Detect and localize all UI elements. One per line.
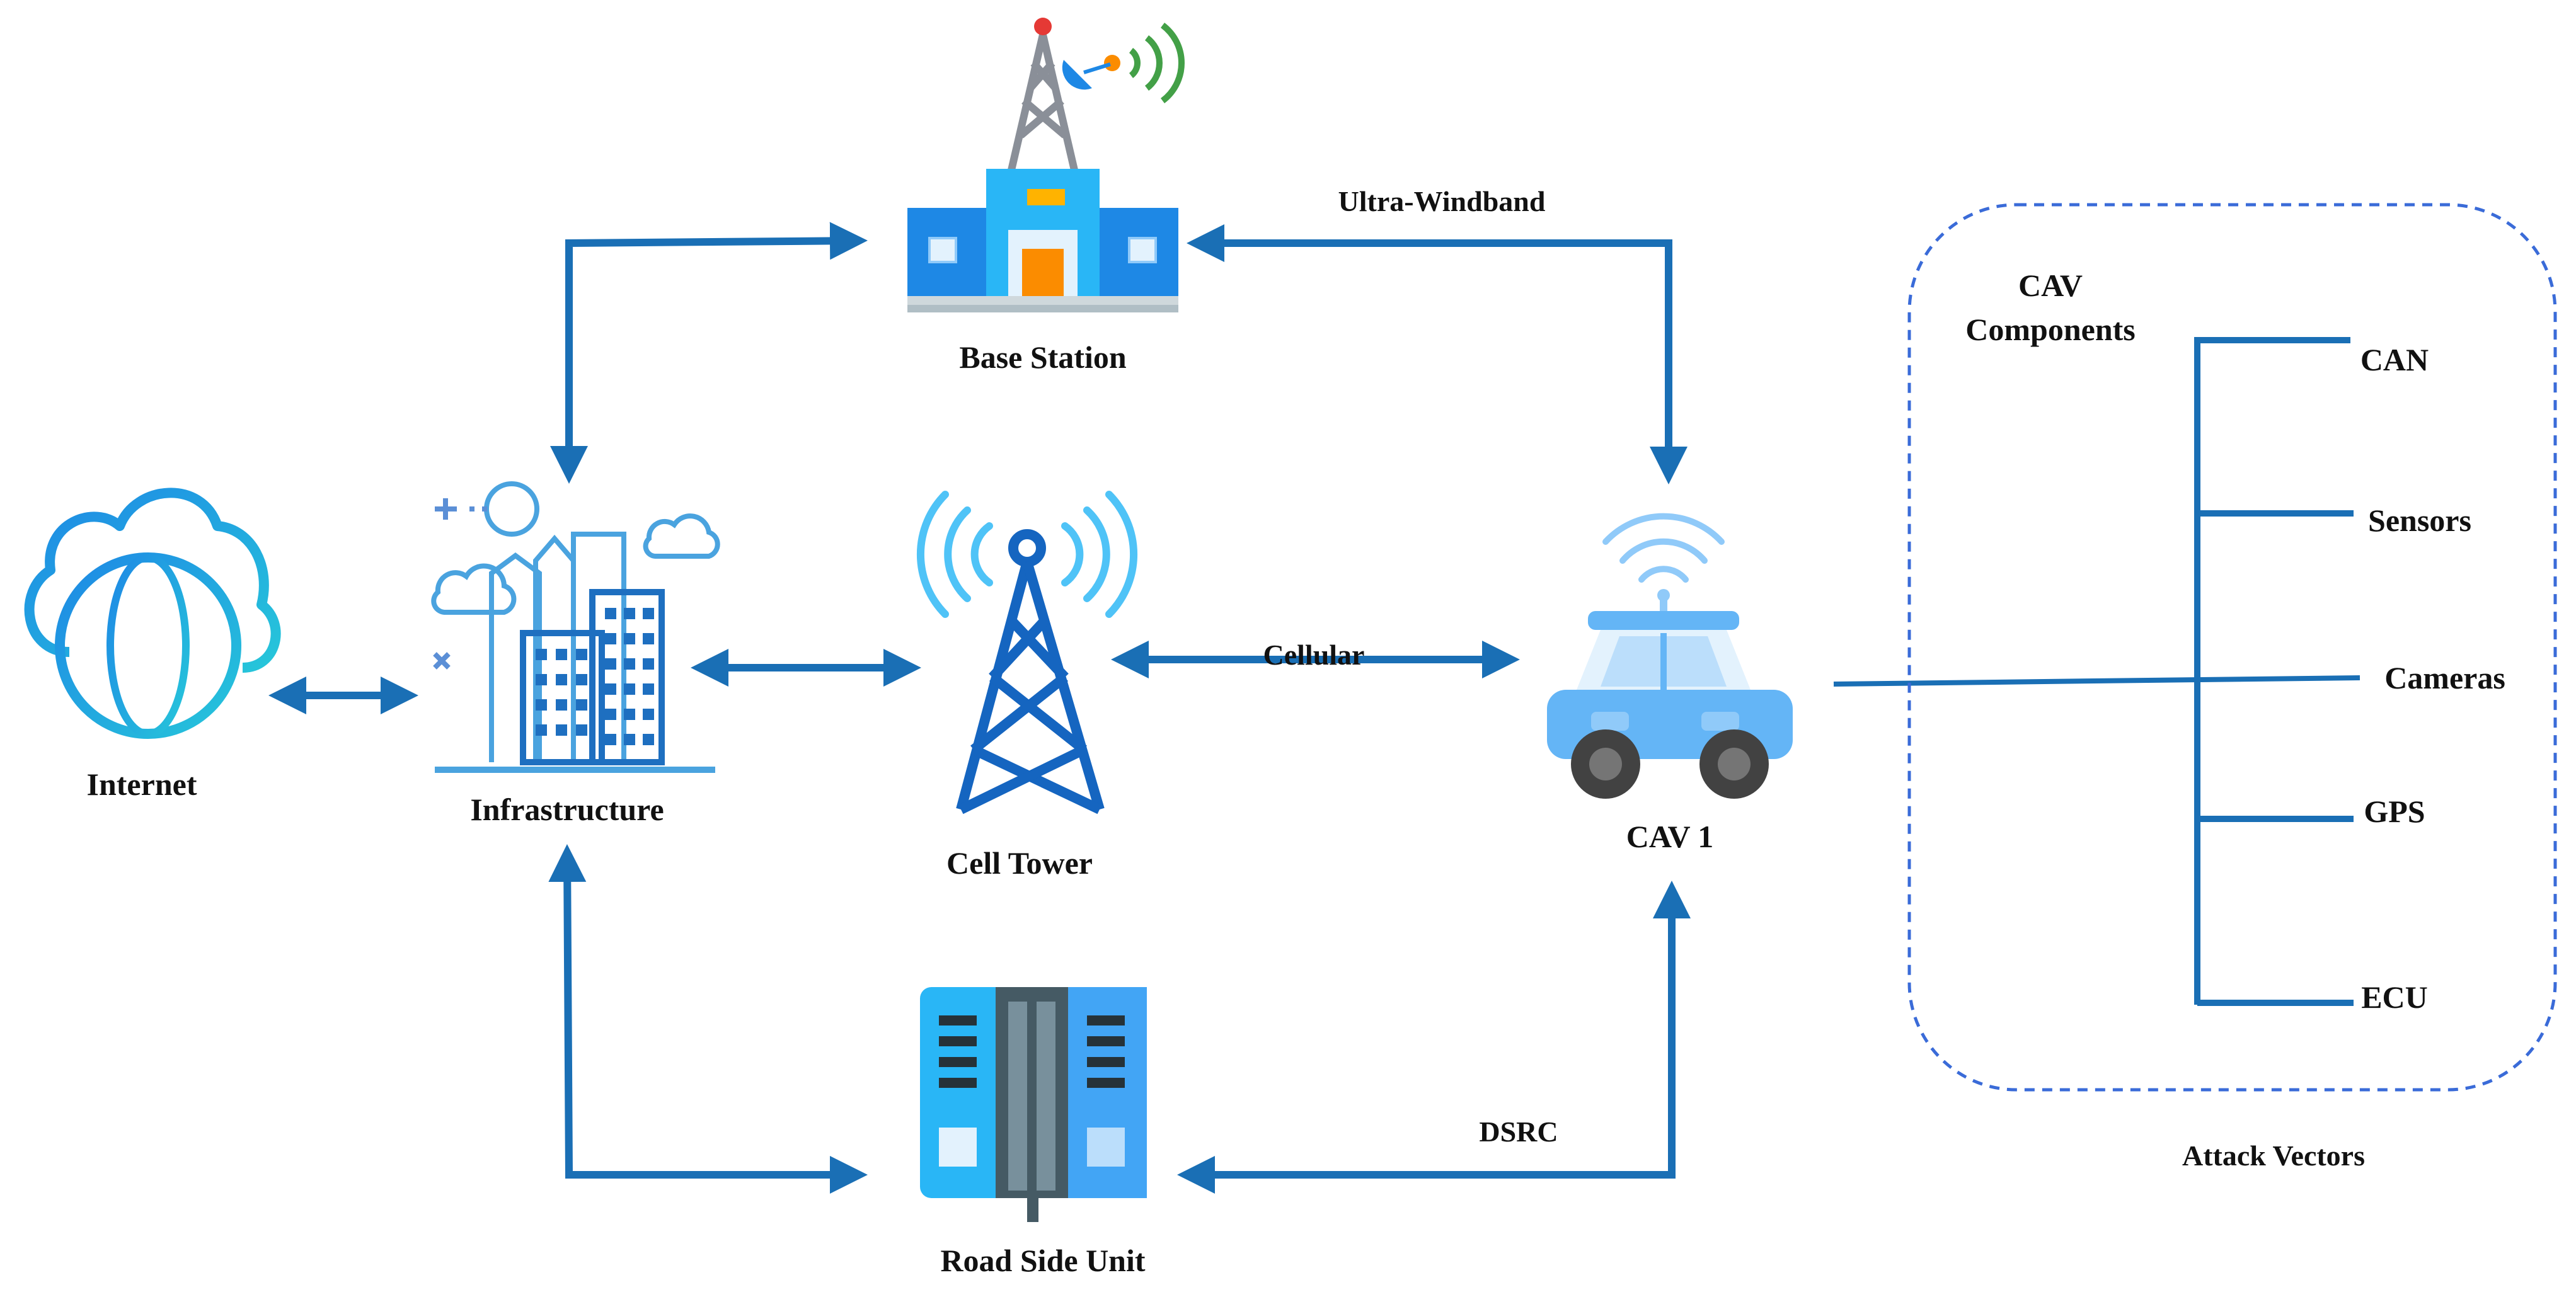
cell-tower-icon (916, 491, 1138, 814)
dsrc-link-label: DSRC (1479, 1116, 1558, 1148)
infrastructure-label: Infrastructure (470, 792, 664, 827)
component-can: CAN (2360, 342, 2429, 377)
components-tree (2194, 337, 2354, 1006)
city-buildings-icon (431, 481, 720, 773)
internet-label: Internet (87, 767, 197, 802)
cell-tower-label: Cell Tower (946, 845, 1093, 881)
base-station-label: Base Station (959, 340, 1127, 375)
cav-label: CAV 1 (1626, 819, 1713, 854)
building-windows (536, 608, 654, 745)
component-sensors: Sensors (2368, 503, 2471, 538)
connections (268, 222, 2360, 1194)
attack-vectors-caption: Attack Vectors (2182, 1140, 2365, 1172)
car-icon (1547, 513, 1793, 799)
component-cameras: Cameras (2384, 660, 2505, 695)
component-ecu: ECU (2361, 980, 2428, 1015)
cav-component-link (1833, 675, 2360, 687)
attack-vectors-group (1907, 203, 2557, 1092)
components-title-line2: Components (1965, 312, 2135, 347)
globe-cloud-icon (24, 488, 281, 739)
arrow-rsu-cav (1177, 881, 1691, 1194)
components-title-line1: CAV (2018, 268, 2083, 303)
road-side-unit-label: Road Side Unit (940, 1243, 1145, 1278)
cellular-link-label: Cellular (1263, 639, 1365, 671)
arrow-base-station-cav (1187, 224, 1688, 484)
arrow-infrastructure-rsu (548, 844, 868, 1194)
arrow-infrastructure-base-station (550, 222, 868, 484)
base-station-icon (907, 18, 1185, 312)
component-gps: GPS (2364, 794, 2425, 829)
uwb-link-label: Ultra-Windband (1338, 185, 1546, 217)
road-side-unit-icon (920, 987, 1147, 1222)
